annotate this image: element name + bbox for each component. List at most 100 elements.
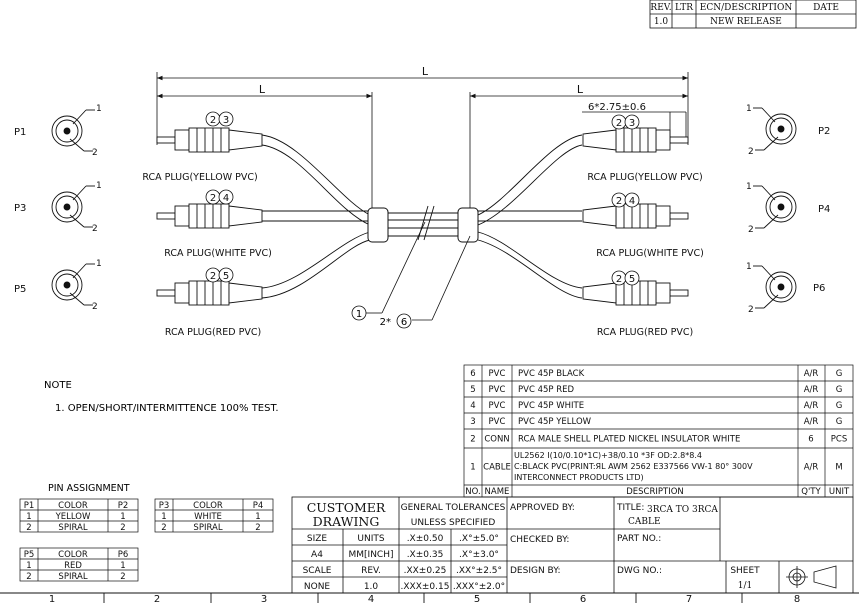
cable-item-balloon — [351, 305, 367, 321]
bom-row-unit: G — [836, 385, 843, 395]
right-boot — [457, 207, 479, 243]
balloon-right-1b: 3 — [629, 118, 635, 129]
bom-row-description-line: C:BLACK PVC(PRINT:ЯL AWM 2562 E337566 VW… — [514, 462, 753, 471]
bom-row-qty: A/R — [804, 385, 819, 395]
zone-strip — [0, 592, 859, 603]
balloon-right-2a: 2 — [616, 196, 622, 207]
pin-table-cell: P2 — [118, 501, 129, 511]
p5-contact-1: 1 — [96, 259, 102, 269]
projection-symbol — [786, 565, 837, 589]
cable-wires — [261, 134, 583, 299]
pin-table-cell: 1 — [120, 512, 125, 522]
pin-assignment-table — [19, 498, 139, 533]
checked-by-label: CHECKED BY: — [510, 535, 569, 545]
face-p4 — [753, 185, 797, 229]
overall-length-label: L — [422, 65, 429, 78]
cable-boots — [367, 207, 479, 243]
bom-row-no: 5 — [470, 385, 475, 395]
title-line-1: 3RCA TO 3RCA — [647, 505, 718, 515]
face-p5 — [51, 263, 95, 306]
face-p1 — [51, 109, 95, 152]
tolerance-xxx: .XXX±0.15 — [401, 582, 450, 592]
bom-row-no: 6 — [470, 369, 475, 379]
pin-assignment-title: PIN ASSIGNMENT — [48, 483, 130, 494]
units-value: MM[INCH] — [349, 550, 394, 560]
rca-plug-white-right — [582, 203, 689, 229]
pin-table-cell: 2 — [120, 572, 125, 582]
zone-label: 6 — [580, 594, 586, 603]
pin-table-cell: COLOR — [193, 501, 223, 511]
bom-row-qty: 6 — [808, 435, 813, 445]
callout-leaders — [366, 221, 471, 321]
bom-header-qty: Q'TY — [801, 487, 821, 497]
bom-row-description: PVC 45P BLACK — [518, 369, 585, 379]
pin-table-cell: P1 — [24, 501, 35, 511]
left-boot — [367, 207, 389, 243]
face-p3 — [51, 185, 95, 228]
pin-table-cell: COLOR — [58, 550, 88, 560]
pin-label-p3: P3 — [14, 203, 26, 214]
bom-row-unit: G — [836, 417, 843, 427]
pin-table-cell: SPIRAL — [193, 523, 222, 533]
bom-table — [463, 364, 854, 498]
bom-header-no: NO. — [465, 487, 480, 497]
rev-value-title: 1.0 — [364, 582, 379, 592]
rca-plug-yellow-left — [156, 127, 263, 153]
size-label: SIZE — [307, 534, 328, 544]
customer-drawing-line-1: CUSTOMER — [307, 500, 386, 515]
plug-label-white-right: RCA PLUG(WHITE PVC) — [596, 248, 704, 259]
size-value: A4 — [311, 550, 323, 560]
p1-contact-1: 1 — [96, 104, 102, 114]
pin-table-cell: YELLOW — [55, 512, 91, 522]
zone-label: 2 — [154, 594, 160, 603]
rev-value: 1.0 — [654, 17, 669, 27]
bom-row-unit: M — [835, 463, 842, 473]
rev-description: NEW RELEASE — [710, 17, 782, 27]
pin-table-cell: 2 — [161, 523, 166, 533]
plug-label-yellow-left: RCA PLUG(YELLOW PVC) — [142, 172, 257, 183]
pin-label-p2: P2 — [818, 126, 830, 137]
rev-label: REV. — [361, 566, 381, 576]
p5-contact-2: 2 — [92, 302, 98, 312]
customer-drawing-line-2: DRAWING — [313, 514, 380, 529]
tolerance-x2-deg: .X°±3.0° — [459, 550, 499, 560]
left-rca-plugs — [156, 127, 263, 306]
tolerance-xx-deg: .XX°±2.5° — [456, 566, 502, 576]
rev-header-ltr: LTR — [675, 3, 693, 13]
pin-label-p6: P6 — [813, 283, 825, 294]
rca-plug-yellow-right — [582, 127, 689, 153]
pin-table-cell: 1 — [26, 512, 31, 522]
tolerance-x2: .X±0.35 — [407, 550, 444, 560]
pin-table-cell: WHITE — [194, 512, 222, 522]
bom-row-description: PVC 45P RED — [518, 385, 574, 395]
pin-table-cell: 2 — [26, 523, 31, 533]
zone-label: 1 — [49, 594, 55, 603]
approved-by-label: APPROVED BY: — [510, 503, 575, 513]
boot-item-balloon — [396, 313, 412, 329]
part-no-label: PART NO.: — [617, 534, 661, 544]
bom-row-qty: A/R — [804, 401, 819, 411]
tolerance-xx: .XX±0.25 — [404, 566, 447, 576]
pin-table-cell: 1 — [255, 512, 260, 522]
tolerances-title-1: GENERAL TOLERANCES — [401, 503, 506, 513]
bom-row-description: PVC 45P YELLOW — [518, 417, 592, 427]
pin-table-cell: SPIRAL — [58, 523, 87, 533]
balloon-left-2a: 2 — [210, 193, 216, 204]
plug-balloons — [205, 111, 640, 286]
pin-table-cell: P4 — [253, 501, 264, 511]
bom-row-description: RCA MALE SHELL PLATED NICKEL INSULATOR W… — [518, 435, 740, 445]
bom-row-unit: G — [836, 401, 843, 411]
pin-table-cell: 2 — [255, 523, 260, 533]
rev-header-date: DATE — [813, 3, 839, 13]
pin-table-cell: P3 — [159, 501, 170, 511]
bom-row-name: PVC — [489, 369, 506, 379]
pin-label-p5: P5 — [14, 284, 26, 295]
balloon-right-1a: 2 — [616, 118, 622, 129]
balloon-left-1b: 3 — [223, 115, 229, 126]
tolerances-title-2: UNLESS SPECIFIED — [411, 518, 496, 528]
balloon-left-3a: 2 — [210, 271, 216, 282]
dwg-no-label: DWG NO.: — [617, 566, 662, 576]
sheet-label: SHEET — [730, 566, 760, 576]
rev-header-rev: REV. — [650, 3, 671, 13]
tolerance-xxx-deg: .XXX°±2.0° — [453, 582, 505, 592]
